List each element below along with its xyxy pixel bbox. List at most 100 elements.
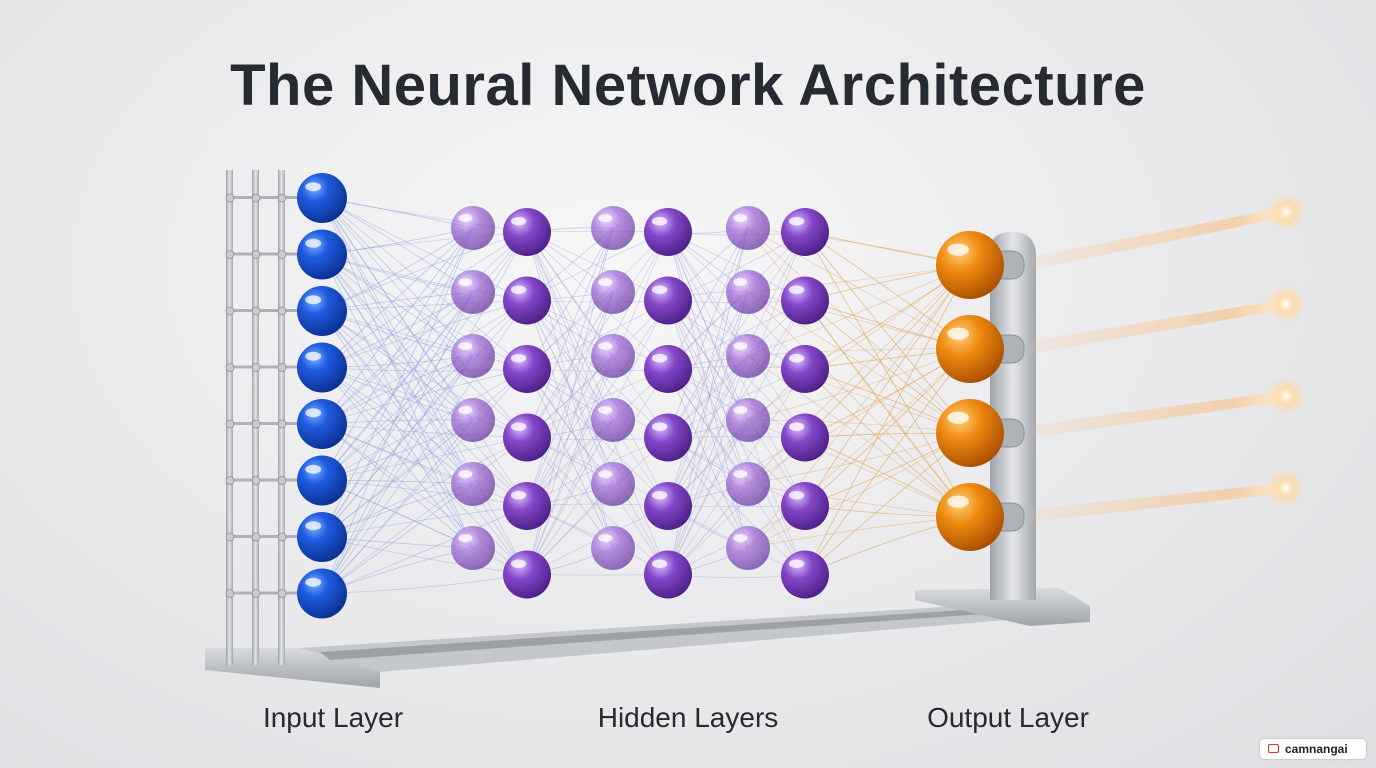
rod-clamp: [278, 420, 286, 428]
node-highlight: [511, 422, 526, 431]
output-connection: [805, 265, 970, 506]
node-highlight: [947, 328, 969, 340]
hidden-node: [644, 345, 692, 393]
hidden-node: [591, 526, 635, 570]
hidden-node: [726, 526, 770, 570]
hidden-node: [644, 414, 692, 462]
input-layer-label: Input Layer: [208, 702, 458, 734]
input-connection: [322, 198, 527, 438]
node-highlight: [652, 491, 667, 500]
beam-glow: [1266, 284, 1306, 324]
node-highlight: [789, 285, 804, 294]
watermark-text: camnangai: [1285, 742, 1348, 756]
node-highlight: [458, 406, 472, 414]
node-highlight: [598, 214, 612, 222]
output-node: [936, 399, 1004, 467]
node-highlight: [652, 559, 667, 568]
rod-clamp: [252, 420, 260, 428]
node-highlight: [789, 217, 804, 226]
rod-clamp: [252, 194, 260, 202]
rod-clamp: [278, 590, 286, 598]
node-highlight: [458, 278, 472, 286]
node-highlight: [652, 422, 667, 431]
input-connection: [322, 301, 527, 594]
hidden-node: [451, 526, 495, 570]
node-highlight: [733, 278, 747, 286]
hidden-node: [644, 277, 692, 325]
hidden-node: [781, 345, 829, 393]
output-node: [936, 231, 1004, 299]
rod-clamp: [226, 364, 234, 372]
hidden-node: [591, 206, 635, 250]
beam-glow: [1266, 192, 1306, 232]
rod-clamp: [278, 533, 286, 541]
rod-clamp: [252, 364, 260, 372]
hidden-node: [591, 398, 635, 442]
hidden-node: [591, 462, 635, 506]
input-connection: [322, 438, 527, 538]
input-node: [297, 286, 347, 336]
node-highlight: [789, 491, 804, 500]
input-node: [297, 399, 347, 449]
input-node: [297, 343, 347, 393]
hidden-node: [781, 551, 829, 599]
rod-clamp: [278, 364, 286, 372]
hidden-node: [726, 462, 770, 506]
hidden-node: [503, 414, 551, 462]
rod-clamp: [252, 307, 260, 315]
input-connection: [322, 255, 473, 421]
rod-clamp: [252, 251, 260, 259]
hidden-node: [591, 270, 635, 314]
rod-clamp: [252, 590, 260, 598]
rod-clamp: [252, 477, 260, 485]
node-highlight: [305, 295, 321, 304]
node-highlight: [511, 559, 526, 568]
node-highlight: [652, 217, 667, 226]
output-beams: [1032, 192, 1306, 522]
hidden-node: [726, 334, 770, 378]
hidden-node: [451, 462, 495, 506]
node-highlight: [733, 470, 747, 478]
rod-clamp: [226, 307, 234, 315]
hidden-node: [503, 551, 551, 599]
rod-clamp: [226, 420, 234, 428]
node-highlight: [511, 354, 526, 363]
input-connection: [322, 575, 527, 594]
node-highlight: [789, 559, 804, 568]
node-highlight: [458, 214, 472, 222]
hidden-node: [503, 345, 551, 393]
rod-clamp: [226, 477, 234, 485]
input-connection: [322, 311, 473, 484]
output-beam: [1032, 391, 1286, 438]
node-highlight: [733, 342, 747, 350]
rod-clamp: [278, 307, 286, 315]
node-highlight: [305, 408, 321, 417]
node-highlight: [789, 354, 804, 363]
rod-clamp: [226, 533, 234, 541]
output-beam: [1032, 483, 1286, 522]
input-node: [297, 173, 347, 223]
watermark: camnangai: [1260, 739, 1366, 759]
node-highlight: [598, 342, 612, 350]
node-highlight: [458, 534, 472, 542]
rod-clamp: [278, 194, 286, 202]
hidden-node: [781, 414, 829, 462]
node-highlight: [652, 285, 667, 294]
node-highlight: [458, 470, 472, 478]
hidden-node: [781, 277, 829, 325]
node-highlight: [598, 534, 612, 542]
beam-glow: [1266, 376, 1306, 416]
hidden-node: [781, 482, 829, 530]
hidden-node: [503, 277, 551, 325]
hidden-node: [644, 208, 692, 256]
hidden-node: [781, 208, 829, 256]
node-highlight: [305, 465, 321, 474]
node-highlight: [458, 342, 472, 350]
node-highlight: [598, 470, 612, 478]
rod-clamp: [278, 251, 286, 259]
input-node: [297, 456, 347, 506]
input-connection: [322, 198, 527, 301]
node-highlight: [305, 578, 321, 587]
